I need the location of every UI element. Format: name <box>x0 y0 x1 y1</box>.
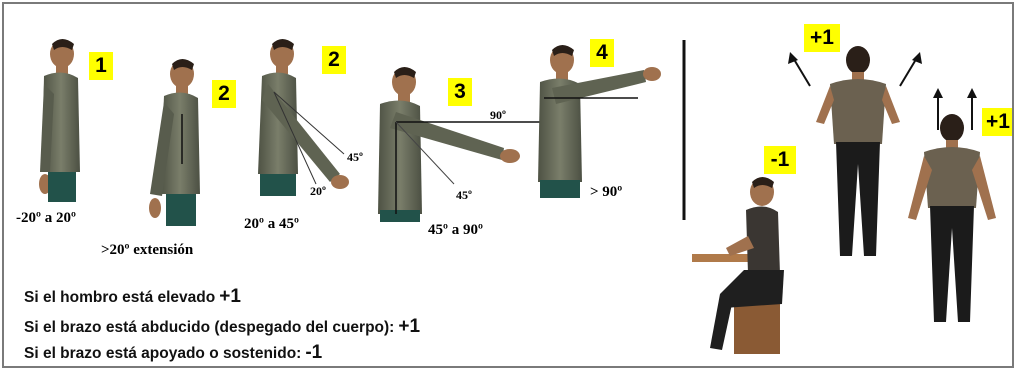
score-badge-1: 1 <box>89 52 113 80</box>
rule-text: Si el brazo está apoyado o sostenido: <box>24 345 302 362</box>
range-label-over-90: > 90º <box>590 184 623 200</box>
score-badge-arm-abducted: +1 <box>982 108 1012 136</box>
range-label-1: -20º a 20º <box>16 210 76 226</box>
score-badge-4: 4 <box>590 39 614 67</box>
score-badge-3: 3 <box>448 78 472 106</box>
range-label-flexion-20-45: 20º a 45º <box>244 216 299 232</box>
score-badge-supported: -1 <box>764 146 796 174</box>
rule-value: +1 <box>219 286 241 307</box>
rule-arm-abducted: Si el brazo está abducido (despegado del… <box>24 316 420 338</box>
score-badge-2-extension: 2 <box>212 80 236 108</box>
rule-shoulder-elevated: Si el hombro está elevado+1 <box>24 286 241 308</box>
rule-value: +1 <box>398 316 421 337</box>
figure-2-extension <box>149 59 200 226</box>
angle-marker-45-a: 45º <box>347 150 363 164</box>
range-label-extension: >20º extensión <box>101 242 194 258</box>
rule-arm-supported: Si el brazo está apoyado o sostenido:-1 <box>24 342 322 364</box>
figure-shoulder-elevated <box>788 46 922 256</box>
figure-3-flexion <box>378 67 544 222</box>
figure-1-neutral <box>39 39 80 202</box>
figure-2-flexion <box>258 39 349 196</box>
rule-text: Si el hombro está elevado <box>24 289 216 306</box>
figure-seated-supported <box>692 177 784 354</box>
angle-marker-90: 90º <box>490 108 506 122</box>
angle-marker-20: 20º <box>310 184 326 198</box>
figure-arm-abducted <box>908 88 996 322</box>
rule-value: -1 <box>305 342 323 363</box>
score-badge-2-flexion: 2 <box>322 46 346 74</box>
angle-marker-45-b: 45º <box>456 188 472 202</box>
figures-illustration <box>39 39 996 354</box>
rule-text: Si el brazo está abducido (despegado del… <box>24 319 395 336</box>
range-label-flexion-45-90: 45º a 90º <box>428 222 483 238</box>
score-badge-shoulder-elevated: +1 <box>804 24 840 52</box>
figure-4-over-90 <box>538 45 661 198</box>
